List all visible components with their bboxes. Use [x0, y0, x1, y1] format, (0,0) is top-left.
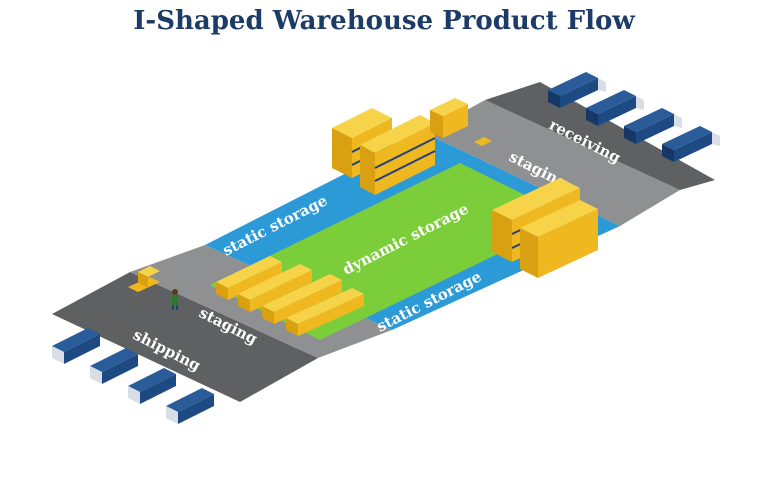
truck-icon	[662, 126, 720, 162]
pallet-rack-icon	[216, 256, 364, 336]
shipping-dock-zone	[52, 272, 318, 402]
pallet-rack-icon	[492, 178, 598, 278]
truck-icon	[128, 368, 176, 404]
diagram-title: I-Shaped Warehouse Product Flow	[133, 6, 635, 36]
worker-icon	[172, 289, 178, 310]
truck-icon	[624, 108, 682, 144]
truck-icon	[166, 388, 214, 424]
truck-icon	[52, 328, 100, 364]
staging-zone-top	[425, 100, 680, 226]
truck-icon	[548, 72, 606, 108]
receiving-dock-zone	[485, 82, 715, 190]
pallet-rack-icon	[430, 98, 468, 138]
truck-icon	[90, 348, 138, 384]
truck-icon	[586, 90, 644, 126]
pallet-icon	[128, 137, 492, 292]
pallet-rack-icon	[332, 108, 436, 195]
